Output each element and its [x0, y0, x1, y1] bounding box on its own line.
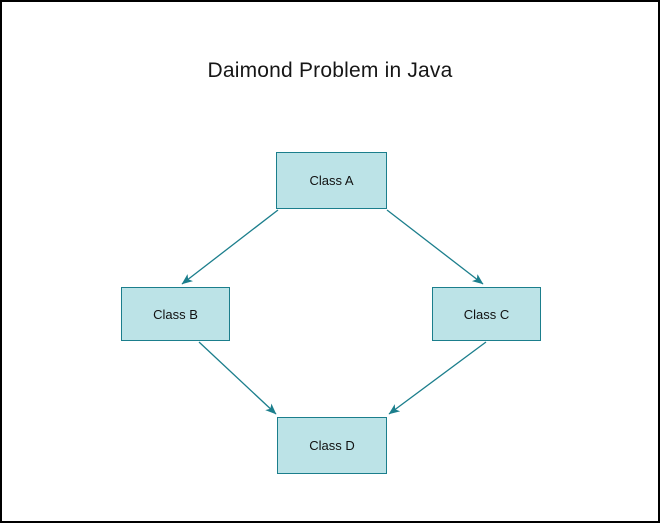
node-class-b: Class B — [121, 287, 230, 341]
node-label: Class A — [309, 173, 354, 188]
node-class-a: Class A — [276, 152, 387, 209]
diagram-title: Daimond Problem in Java — [207, 59, 453, 82]
node-label: Class B — [153, 306, 198, 322]
edge-class-a-to-class-b — [181, 209, 279, 285]
edge-class-c-to-class-d — [388, 341, 487, 415]
node-class-c: Class C — [432, 287, 541, 341]
node-label: Class C — [463, 306, 510, 322]
edge-class-a-to-class-c — [386, 209, 484, 285]
node-label: Class D — [309, 438, 355, 453]
edge-class-b-to-class-d — [198, 341, 277, 415]
node-class-d: Class D — [277, 417, 387, 474]
